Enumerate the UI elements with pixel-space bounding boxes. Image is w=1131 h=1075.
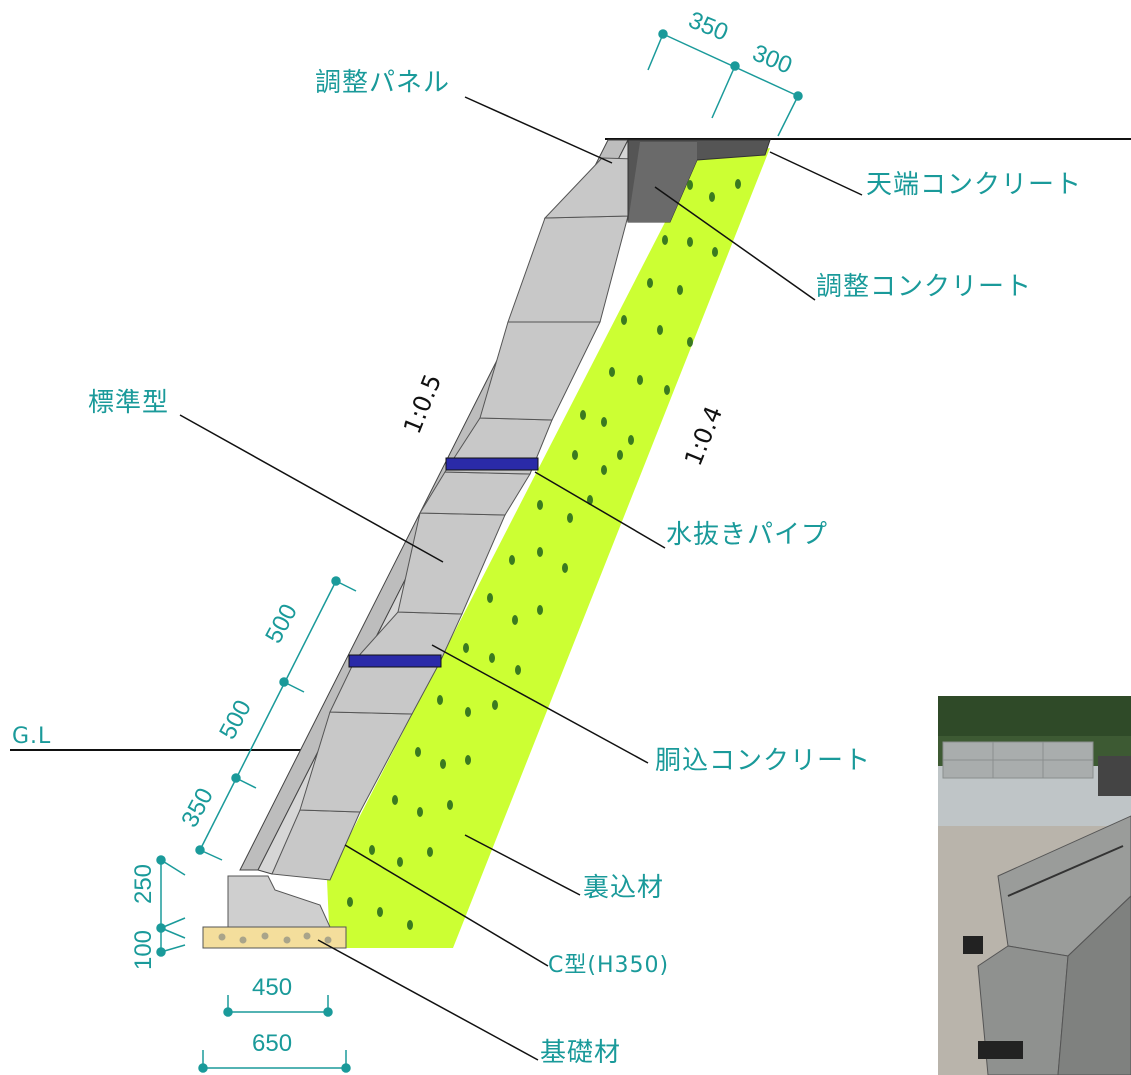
label-c-type: C型(H350) <box>548 953 670 978</box>
drain-pipe-lower <box>348 654 442 668</box>
wall-blocks <box>271 157 671 881</box>
foundation-dots <box>218 932 332 944</box>
drain-pipe-upper <box>445 457 539 471</box>
label-ground-level: G.L <box>12 724 52 749</box>
label-body-concrete: 胴込コンクリート <box>655 746 872 776</box>
label-adjust-concrete: 調整コンクリート <box>816 272 1033 302</box>
dim-base-h2: 100 <box>130 929 158 971</box>
dimension-lines <box>156 29 803 1073</box>
backfill-dots <box>347 179 741 930</box>
label-drain-pipe: 水抜きパイプ <box>666 520 829 550</box>
dim-width-2: 650 <box>252 1030 293 1057</box>
label-top-concrete: 天端コンクリート <box>866 170 1083 200</box>
dim-base-h1: 250 <box>130 863 158 905</box>
inset-photo <box>938 696 1131 1075</box>
dim-width-1: 450 <box>252 974 293 1001</box>
label-backfill: 裏込材 <box>583 873 665 903</box>
base-concrete <box>227 875 331 928</box>
label-foundation: 基礎材 <box>540 1038 622 1068</box>
adjust-concrete-top <box>628 142 697 222</box>
label-standard-type: 標準型 <box>88 388 170 418</box>
label-adjust-panel: 調整パネル <box>315 68 451 98</box>
leader-lines <box>179 96 863 1061</box>
backfill-area <box>327 148 770 948</box>
